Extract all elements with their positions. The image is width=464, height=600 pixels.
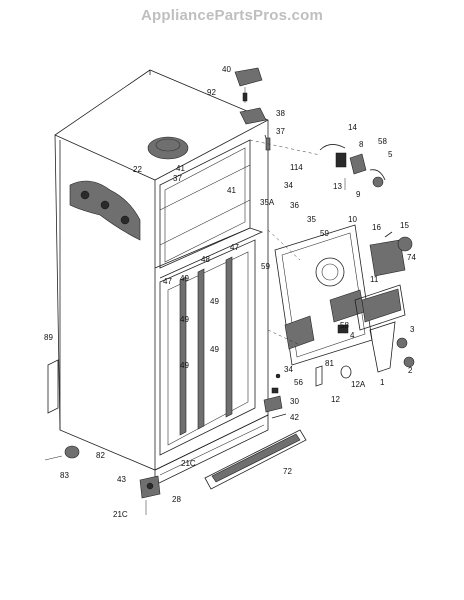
callout: 49: [210, 297, 219, 306]
callout: 49: [180, 361, 189, 370]
control-cover: [354, 284, 415, 373]
callout: 9: [356, 190, 361, 199]
callout: 92: [207, 88, 216, 97]
callout: 43: [117, 475, 126, 484]
damper-control-parts: [234, 67, 271, 151]
callout: 34: [284, 365, 293, 374]
callout: 38: [276, 109, 285, 118]
callout: 14: [348, 123, 357, 132]
evaporator-panel: [69, 180, 141, 241]
callout: 47: [230, 243, 239, 252]
callout: 74: [407, 253, 416, 262]
callout: 1: [380, 378, 385, 387]
callout: 15: [400, 221, 409, 230]
callout: 82: [96, 451, 105, 460]
lower-small-parts: [263, 365, 352, 419]
callout: 49: [210, 345, 219, 354]
callout: 49: [180, 274, 189, 283]
callout: 11: [370, 275, 379, 284]
callout: 41: [176, 164, 185, 173]
kick-plate: [204, 429, 307, 490]
callout: 12: [331, 395, 340, 404]
callout: 89: [44, 333, 53, 342]
callout: 12A: [351, 380, 366, 389]
callout: 83: [60, 471, 69, 480]
leveling-parts: [44, 445, 161, 515]
callout: 22: [133, 165, 142, 174]
callout: 8: [359, 140, 364, 149]
callout: 56: [294, 378, 303, 387]
callout: 28: [172, 495, 181, 504]
callout: 72: [283, 467, 292, 476]
callout: 114: [290, 163, 303, 172]
callout: 41: [227, 186, 236, 195]
callout: 81: [325, 359, 334, 368]
callout: 30: [290, 397, 299, 406]
callout: 48: [201, 255, 210, 264]
callout: 40: [222, 65, 231, 74]
callout: 34: [284, 181, 293, 190]
refrigerator-cabinet: [47, 69, 269, 486]
callout: 37: [276, 127, 285, 136]
callout: 5: [388, 150, 393, 159]
control-cluster: [319, 144, 386, 190]
callout: 59: [320, 229, 329, 238]
callout: 16: [372, 223, 381, 232]
control-housing: [274, 224, 373, 366]
callout: 2: [408, 366, 413, 375]
callout: 35: [307, 215, 316, 224]
callout: 42: [290, 413, 299, 422]
top-light-housing: [147, 136, 189, 160]
callout: 4: [350, 331, 355, 340]
callout: 58: [378, 137, 387, 146]
callout: 47: [163, 277, 172, 286]
callout: 59: [261, 262, 270, 271]
callout: 58: [340, 321, 349, 330]
callout: 21C: [181, 459, 196, 468]
callout: 10: [348, 215, 357, 224]
callout: 3: [410, 325, 415, 334]
callout: 13: [333, 182, 342, 191]
fan-light-assembly: [369, 231, 413, 277]
callout: 21C: [113, 510, 128, 519]
callout: 37: [173, 174, 182, 183]
callout: 49: [180, 315, 189, 324]
site-watermark: AppliancePartsPros.com: [141, 6, 323, 24]
callout: 36: [290, 201, 299, 210]
callout-labels: 40 92 38 37 14 58 8 5 13 9 22 41 37 114 …: [44, 65, 416, 519]
callout: 35A: [260, 198, 275, 207]
